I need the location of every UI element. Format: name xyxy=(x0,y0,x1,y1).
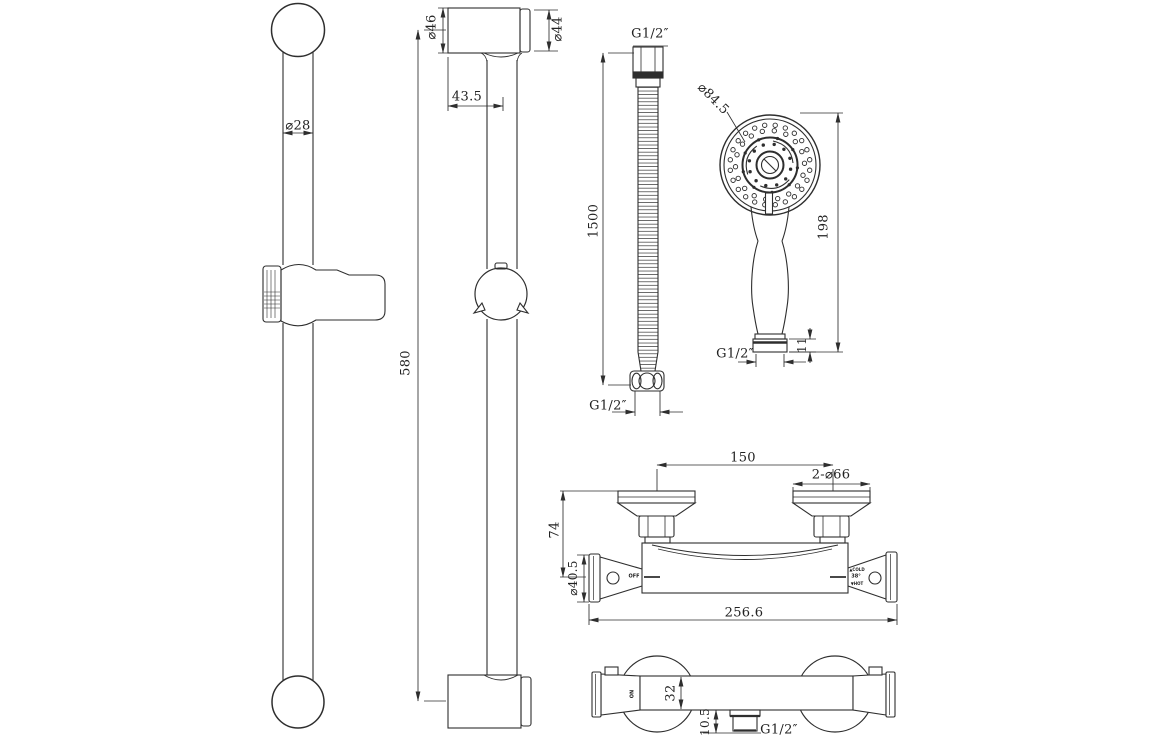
hose-dimensions xyxy=(600,45,683,416)
dim-cap-diameter: ⌀44 xyxy=(550,16,566,42)
valve-front-dimensions xyxy=(560,462,898,625)
handset-head xyxy=(719,114,821,216)
dim-handset-nut-height: 11 xyxy=(795,337,809,353)
handset-dimensions xyxy=(726,111,843,367)
dim-handset-thread: G1/2″ xyxy=(716,346,754,362)
hot-marking: ▼HOT xyxy=(850,581,864,586)
temp-marking: 38° xyxy=(851,573,861,580)
rail-tube-side xyxy=(486,60,518,675)
valve-front-view xyxy=(588,490,898,603)
on-marking: ON xyxy=(629,689,636,699)
mode-selector-tab xyxy=(764,192,774,215)
dim-valve-handle-diameter: ⌀40.5 xyxy=(566,560,580,596)
dim-valve-depth: 74 xyxy=(547,521,563,539)
left-union-nut xyxy=(638,515,675,538)
rail-side-view xyxy=(447,7,532,729)
off-marking: OFF xyxy=(628,573,640,580)
dim-hose-bottom-thread: G1/2″ xyxy=(589,398,627,414)
handset-connector-nut xyxy=(752,338,788,353)
slider-grip xyxy=(262,265,282,323)
hose-bottom-nut xyxy=(629,370,665,392)
cold-marking: ▲COLD xyxy=(849,567,865,572)
valve-bottom-view xyxy=(591,655,896,733)
temperature-handle xyxy=(847,554,887,600)
hose-top-nut xyxy=(632,46,664,73)
dim-valve-body-width: 32 xyxy=(663,684,679,702)
dim-outlet-offset: 10.5 xyxy=(698,708,712,736)
rail-front-view xyxy=(262,2,386,729)
valve-body xyxy=(641,542,849,594)
handset-holder-bracket xyxy=(280,263,386,327)
rail-bottom-cap xyxy=(271,675,325,729)
outlet-connector xyxy=(732,715,758,732)
dim-valve-hole-centers: 150 xyxy=(730,450,756,466)
hose-corrugated-body xyxy=(637,86,659,372)
rail-tube xyxy=(282,52,314,681)
dim-hose-top-thread: G1/2″ xyxy=(631,26,669,42)
valve-bottom-dimensions xyxy=(678,676,761,734)
valve-body-bottom xyxy=(639,675,854,711)
dim-bracket-diameter: ⌀46 xyxy=(424,14,440,40)
flow-handle xyxy=(599,556,643,600)
dim-valve-width: 256.6 xyxy=(724,605,764,621)
dim-hose-length: 1500 xyxy=(586,203,602,239)
rail-bottom-bracket xyxy=(447,674,522,729)
dim-valve-escutcheon: 2-⌀66 xyxy=(811,467,851,483)
rail-top-cap xyxy=(270,2,326,58)
handset-handle xyxy=(751,240,759,335)
dim-rail-length: 580 xyxy=(398,350,414,376)
dim-wall-offset: 43.5 xyxy=(451,89,483,105)
rail-top-bracket xyxy=(447,7,521,54)
dim-outlet-thread: G1/2″ xyxy=(760,722,798,738)
right-union-nut xyxy=(813,515,850,538)
slider-knob xyxy=(474,267,528,321)
shower-hose xyxy=(629,46,665,392)
dim-handset-length: 198 xyxy=(816,214,832,240)
handset xyxy=(719,114,821,353)
rail-side-dimensions xyxy=(415,7,558,702)
dim-rail-tube-diameter: ⌀28 xyxy=(285,118,311,134)
